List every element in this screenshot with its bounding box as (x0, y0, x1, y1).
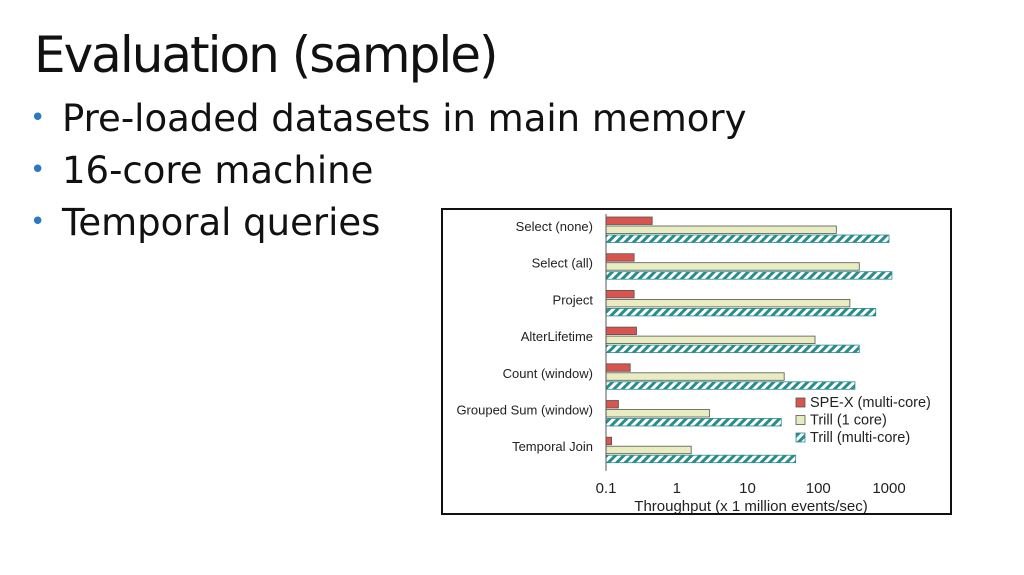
x-axis-label: Throughput (x 1 million events/sec) (634, 498, 867, 513)
category-label: Temporal Join (512, 439, 593, 454)
legend-label: Trill (1 core) (810, 413, 887, 429)
chart-svg: Select (none) Select (all) ProjectAlterLif… (456, 214, 931, 513)
legend-label: Trill (multi-core) (810, 430, 910, 446)
bar-3-3 (605, 308, 877, 317)
category-label: AlterLifetime (521, 329, 593, 344)
bar-3-6 (605, 418, 782, 427)
legend-swatch (795, 397, 806, 408)
bar-2-3 (605, 299, 851, 308)
x-tick-label: 10 (739, 480, 756, 497)
bar-1-7 (605, 436, 613, 446)
bar-1-1 (605, 216, 653, 225)
bullet-item: • 16-core machine (30, 144, 746, 196)
bar-3-7 (605, 454, 797, 464)
x-tick-label: 1 (673, 480, 681, 497)
category-label: Select (none) (516, 219, 593, 234)
bar-2-7 (605, 445, 692, 455)
bar-1-4 (605, 326, 637, 335)
category-label: Grouped Sum (window) (456, 403, 593, 418)
bullet-text: 16-core machine (62, 148, 374, 192)
category-label: Project (553, 292, 594, 307)
bullet-dot-icon: • (30, 103, 46, 133)
bar-2-5 (605, 372, 785, 381)
slide-title: Evaluation (sample) (34, 26, 499, 84)
bullet-text: Temporal queries (62, 200, 381, 244)
bullet-item: • Temporal queries (30, 196, 746, 248)
bar-1-3 (605, 290, 635, 299)
bar-3-1 (605, 234, 890, 243)
bullet-item: • Pre-loaded datasets in main memory (30, 92, 746, 144)
bullet-list: • Pre-loaded datasets in main memory • 1… (30, 92, 746, 248)
legend-swatch (795, 415, 806, 425)
x-tick-label: 0.1 (596, 480, 617, 497)
bar-1-6 (605, 400, 619, 409)
bullet-dot-icon: • (30, 207, 46, 237)
bar-3-4 (605, 344, 860, 354)
bar-2-4 (605, 335, 816, 344)
x-tick-label: 1000 (872, 480, 905, 497)
category-label: Select (all) (532, 256, 593, 271)
bar-1-2 (605, 253, 635, 262)
x-tick-label: 100 (806, 480, 831, 497)
legend-label: SPE-X (multi-core) (810, 395, 931, 411)
bullet-text: Pre-loaded datasets in main memory (62, 96, 747, 140)
category-label: Count (window) (503, 366, 593, 381)
bullet-dot-icon: • (30, 155, 46, 185)
bar-1-5 (605, 363, 631, 372)
bar-2-1 (605, 225, 837, 234)
bar-2-6 (605, 409, 710, 418)
bar-3-2 (605, 271, 893, 280)
legend-swatch (795, 432, 806, 443)
bar-3-5 (605, 381, 856, 390)
bar-2-2 (605, 262, 860, 271)
